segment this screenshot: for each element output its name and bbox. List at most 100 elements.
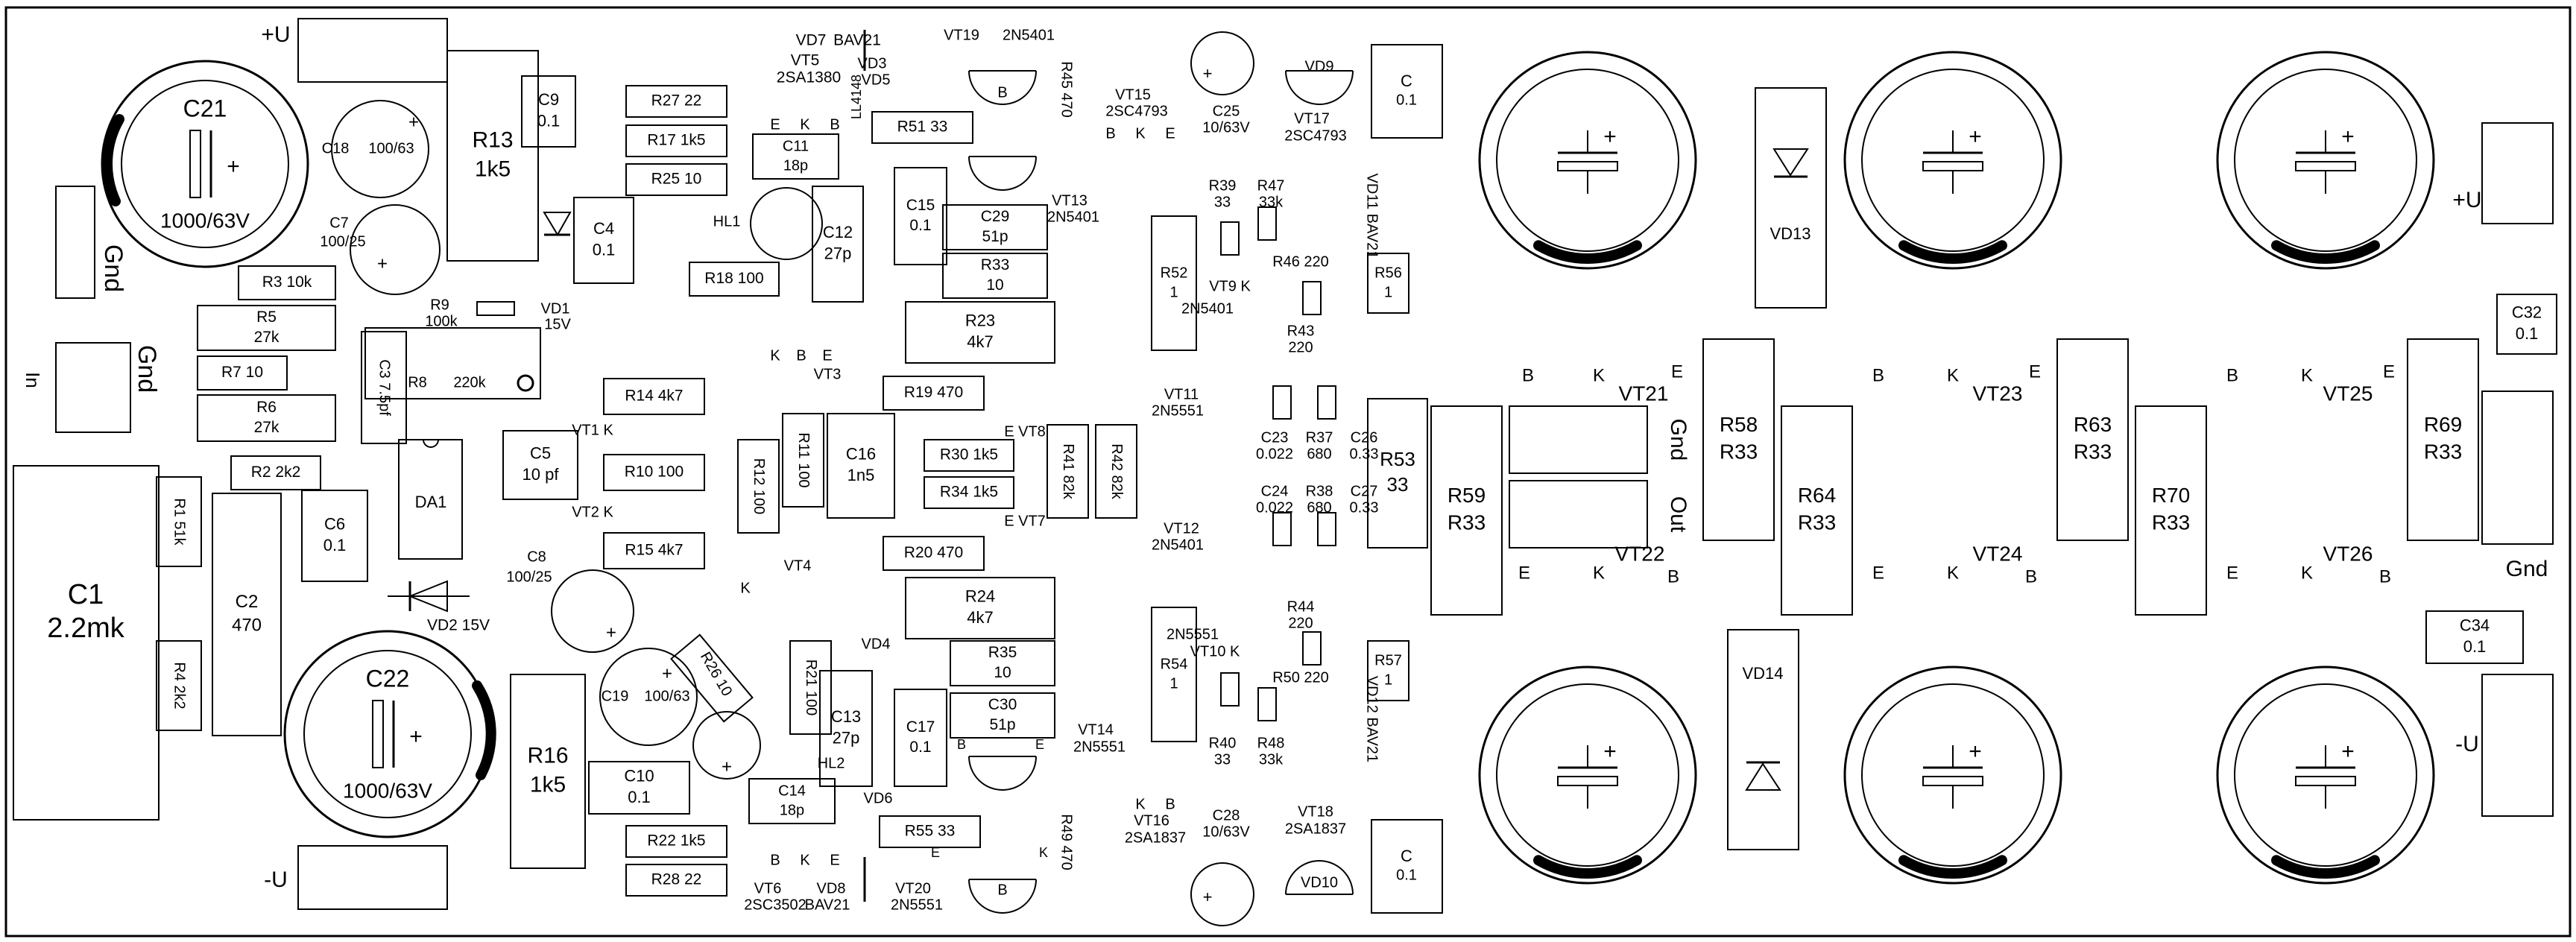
vt3-pin-e: E <box>822 347 832 364</box>
c15-value: 0.1 <box>909 217 931 234</box>
r44-value: 220 <box>1288 615 1313 631</box>
r42-outline <box>1095 424 1137 519</box>
vt6-value: 2SC3502 <box>744 897 806 913</box>
vt21-pin-e: E <box>1671 361 1683 382</box>
r33-outline <box>942 253 1048 299</box>
c34-ref: C34 <box>2460 616 2490 635</box>
vt24-pin-b: B <box>2025 566 2037 587</box>
big-cap-6-plus: + <box>2341 739 2355 764</box>
c4-outline <box>573 197 634 284</box>
vt26-label: VT26 <box>2323 542 2373 565</box>
r38-value: 680 <box>1307 499 1331 516</box>
c18-plus: + <box>408 112 419 132</box>
connector-in <box>55 342 131 433</box>
c15-outline <box>894 167 947 265</box>
label-plus-u-right: +U <box>2452 188 2481 212</box>
c5-outline <box>502 430 578 500</box>
vt11-value: 2N5551 <box>1152 402 1204 419</box>
r24-ref: R24 <box>965 587 995 606</box>
c18-body <box>331 100 429 198</box>
c14-value: 18p <box>780 802 804 818</box>
c24-value: 0.022 <box>1256 499 1293 516</box>
r8-value: 220k <box>453 374 486 391</box>
big-cap-6-polarity-band <box>2271 855 2380 879</box>
big-cap-1-outer <box>1478 51 1697 270</box>
c22-plate-neg <box>372 700 384 768</box>
vt16-ref: VT16 <box>1134 812 1169 829</box>
c12-ref: C12 <box>823 223 853 241</box>
r19-label: R19 470 <box>904 384 963 401</box>
smd-pad-7 <box>1272 512 1292 546</box>
r64-value: R33 <box>1798 511 1836 534</box>
c13-ref: C13 <box>831 707 861 726</box>
big-cap-3-polarity-band <box>2271 240 2380 264</box>
big-cap-4-plus: + <box>1603 739 1617 764</box>
vt9-label: VT9 K <box>1209 278 1251 294</box>
r69-value: R33 <box>2424 440 2462 464</box>
big-cap-2-inner <box>1861 69 2045 252</box>
r23-value: 4k7 <box>967 332 993 351</box>
vd14-label: VD14 <box>1742 664 1783 683</box>
r4-label: R4 2k2 <box>171 662 188 709</box>
c4-value: 0.1 <box>593 241 616 259</box>
c1-ref: C1 <box>68 579 104 610</box>
big-cap-4-polarity-band <box>1533 855 1642 879</box>
vt15-ref: VT15 <box>1115 86 1151 103</box>
r27-label: R27 22 <box>651 92 702 110</box>
r53-value: 33 <box>1387 473 1409 496</box>
c26-ref: C26 <box>1351 429 1378 446</box>
vt13-ref: VT13 <box>1052 192 1087 209</box>
vt15-pin-e: E <box>1165 125 1175 142</box>
big-cap-1-plate-neg <box>1557 161 1618 171</box>
vd7-ref: VD7 <box>796 32 827 49</box>
label-out: Out <box>1666 496 1690 533</box>
trimmer-area <box>364 327 541 399</box>
c30-value: 51p <box>989 716 1015 733</box>
c12-outline <box>812 186 864 303</box>
c8-value: 100/25 <box>506 569 552 585</box>
c7-plus: + <box>377 253 388 274</box>
vt13-body <box>968 156 1037 191</box>
big-cap-4-inner <box>1496 683 1679 867</box>
r8-screw <box>517 374 534 392</box>
label-in: In <box>22 372 44 388</box>
c6-outline <box>301 490 368 582</box>
r13-outline <box>446 50 539 262</box>
vt15-value: 2SC4793 <box>1105 103 1167 119</box>
r22-label: R22 1k5 <box>647 832 705 850</box>
c9-ref: C9 <box>538 90 559 109</box>
c14-ref: C14 <box>778 783 806 799</box>
c26-value: 0.33 <box>1350 446 1379 462</box>
c10-value: 0.1 <box>628 788 651 806</box>
c4-ref: C4 <box>593 219 614 238</box>
c19-body <box>599 648 698 746</box>
output-connector-2 <box>1509 480 1648 549</box>
r59-outline <box>1430 405 1503 616</box>
c17-value: 0.1 <box>909 739 931 756</box>
r26-label: R26 10 <box>697 649 735 699</box>
smd-pad-6 <box>1272 385 1292 420</box>
c21-plate-neg <box>189 130 201 198</box>
r63-value: R33 <box>2074 440 2112 464</box>
c32-ref: C32 <box>2512 303 2542 322</box>
c19-ref: C19 <box>602 688 629 704</box>
vd11-label: VD11 BAV21 <box>1364 174 1380 259</box>
c6-value: 0.1 <box>323 536 347 554</box>
vt18-ref: VT18 <box>1298 803 1333 820</box>
c21-value: 1000/63V <box>160 209 250 232</box>
r5-value: 27k <box>254 329 280 346</box>
vt14-ref: VT14 <box>1078 721 1114 738</box>
c9-outline <box>521 75 576 148</box>
vt21-label: VT21 <box>1619 382 1669 405</box>
vt3-label: VT3 <box>814 366 842 382</box>
vt12-ref: VT12 <box>1164 520 1199 537</box>
vt24-pin-e: E <box>1872 563 1884 583</box>
vt20-value: 2N5551 <box>891 897 943 913</box>
big-cap-3-outer <box>2216 51 2435 270</box>
r30-label: R30 1k5 <box>940 446 998 464</box>
r35-value: 10 <box>994 664 1011 681</box>
vt5-value: 2SA1380 <box>777 69 841 86</box>
r46-label: R46 220 <box>1272 253 1329 270</box>
c14-outline <box>748 778 836 824</box>
vt8-label: E VT8 <box>1004 423 1046 440</box>
